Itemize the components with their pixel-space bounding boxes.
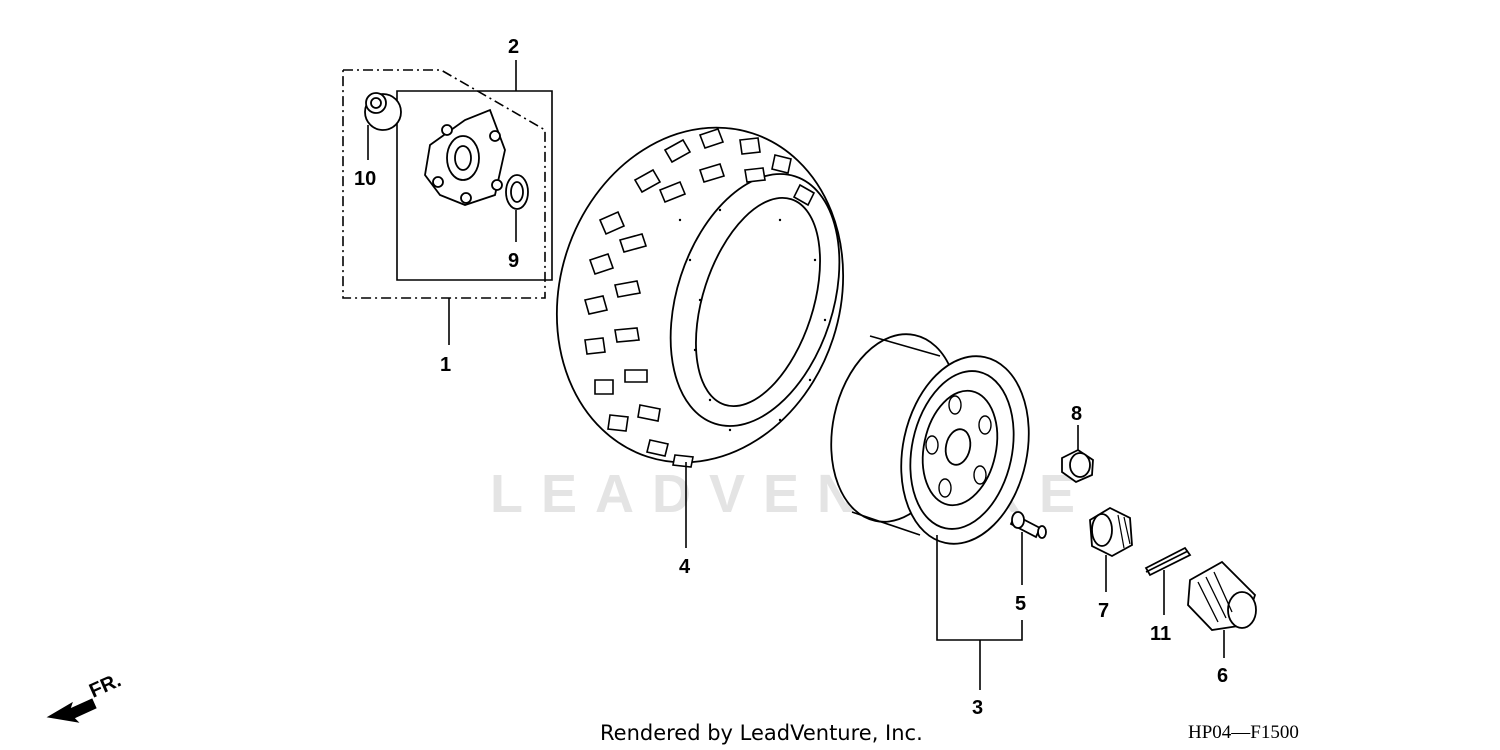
callout-3[interactable]: 3 (972, 697, 983, 719)
tire-part-4[interactable] (514, 90, 885, 500)
callout-4[interactable]: 4 (679, 556, 691, 578)
wheel-hub-icon[interactable] (424, 108, 506, 206)
assembly-outline-1 (342, 69, 546, 299)
hub-assembly-group (342, 69, 553, 299)
front-direction-arrow-icon (46, 698, 97, 723)
assembly-outline-2 (396, 90, 553, 281)
cotter-pin-part-11[interactable] (1144, 546, 1192, 577)
callout-11[interactable]: 11 (1150, 623, 1171, 645)
callout-10[interactable]: 10 (354, 168, 376, 190)
callout-8[interactable]: 8 (1071, 403, 1082, 425)
castle-nut-part-7[interactable] (1089, 506, 1133, 558)
cap-part-6[interactable] (1187, 560, 1257, 631)
collar-part-10[interactable] (364, 92, 402, 131)
callout-6[interactable]: 6 (1217, 665, 1228, 687)
direction-label: FR. (86, 669, 124, 702)
callout-7[interactable]: 7 (1098, 600, 1109, 622)
rim-part-3[interactable] (815, 322, 1046, 556)
callout-1[interactable]: 1 (440, 354, 451, 376)
callout-9[interactable]: 9 (508, 250, 519, 272)
footer-credit: Rendered by LeadVenture, Inc. (600, 721, 923, 745)
leader-3-bracket (936, 535, 1023, 641)
seal-part-9[interactable] (505, 174, 529, 210)
callout-2[interactable]: 2 (508, 36, 519, 58)
callout-5[interactable]: 5 (1015, 593, 1026, 615)
valve-stem-part-5[interactable] (1009, 511, 1047, 539)
diagram-code: HP04—F1500 (1188, 722, 1299, 743)
